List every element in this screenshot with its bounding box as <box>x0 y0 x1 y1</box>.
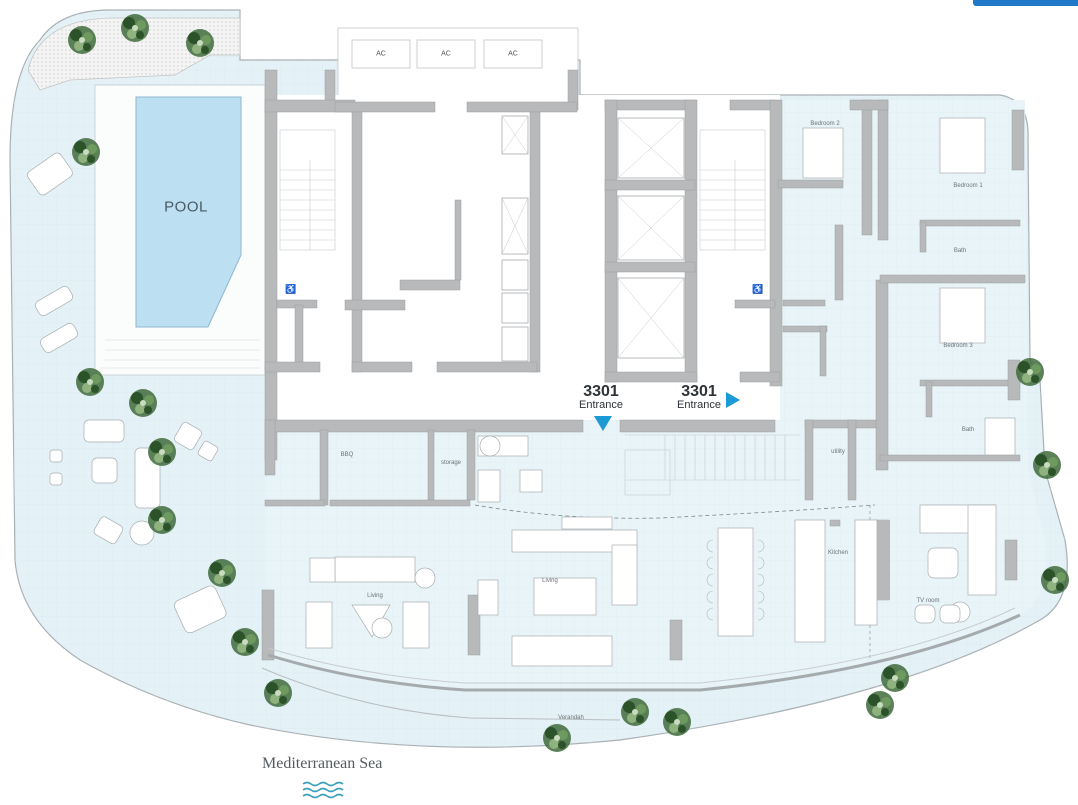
entrance-marker-2[interactable]: 3301 Entrance <box>674 384 724 411</box>
room-label-living-center: Living <box>542 578 558 584</box>
room-label-bedroom-3: Bedroom 3 <box>943 343 973 349</box>
entrance-number: 3301 <box>681 383 717 400</box>
ac-unit-1 <box>351 39 411 69</box>
tree-icon <box>1033 451 1061 479</box>
room-label-bath-1: Bath <box>953 248 967 254</box>
wheelchair-icon: ♿ <box>752 283 763 294</box>
room-label-bedroom-1: Bedroom 1 <box>953 183 983 189</box>
tree-icon <box>148 506 176 534</box>
stairs-lower <box>624 434 800 496</box>
room-label-bath-3: Bath <box>961 427 975 433</box>
pool-label: POOL <box>164 198 208 216</box>
tree-icon <box>129 389 157 417</box>
tree-icon <box>264 679 292 707</box>
sea-waves-icon <box>302 781 344 799</box>
room-label-utility: utility <box>831 449 845 455</box>
kitchen-counter <box>878 520 890 600</box>
entrance-marker-1[interactable]: 3301 Entrance <box>576 384 626 411</box>
ac-label-1: AC <box>376 50 386 58</box>
ac-label-3: AC <box>508 50 518 58</box>
verandah-rail <box>267 613 1021 692</box>
stairs-right <box>699 129 766 251</box>
furniture <box>27 117 1016 667</box>
entrance-number: 3301 <box>583 383 619 400</box>
entrance-label: Entrance <box>578 399 624 411</box>
tree-icon <box>231 628 259 656</box>
tree-icon <box>68 26 96 54</box>
wheelchair-icon: ♿ <box>285 283 296 294</box>
tree-icon <box>1016 358 1044 386</box>
tree-icon <box>76 368 104 396</box>
ac-label-2: AC <box>441 50 451 58</box>
room-label-tv-room: TV room <box>916 598 940 604</box>
corner-accent-tab <box>973 0 1078 6</box>
tree-icon <box>663 708 691 736</box>
tree-icon <box>881 664 909 692</box>
zone-boundary <box>474 504 876 519</box>
pool <box>135 96 242 328</box>
ac-unit-2 <box>416 39 476 69</box>
tree-icon <box>148 438 176 466</box>
ac-unit-3 <box>483 39 543 69</box>
room-label-kitchen: Kitchen <box>827 550 849 556</box>
sea-label: Mediterranean Sea <box>262 755 383 772</box>
entrance-arrow-icon <box>726 392 740 408</box>
walls <box>261 69 1026 661</box>
entrance-label: Entrance <box>676 399 722 411</box>
tree-icon <box>186 29 214 57</box>
room-label-living-left: Living <box>367 593 383 599</box>
tree-icon <box>866 691 894 719</box>
tree-icon <box>1041 566 1069 594</box>
tree-icon <box>208 559 236 587</box>
tree-icon <box>72 138 100 166</box>
room-label-verandah: Verandah <box>558 715 584 721</box>
tree-icon <box>621 698 649 726</box>
tree-icon <box>121 14 149 42</box>
room-label-storage: storage <box>440 460 462 466</box>
entrance-arrow-icon <box>594 416 612 431</box>
stairs-left <box>279 129 336 251</box>
room-label-bedroom-2: Bedroom 2 <box>810 121 840 127</box>
tree-icon <box>543 724 571 752</box>
room-label-bbq: BBQ <box>340 452 354 458</box>
